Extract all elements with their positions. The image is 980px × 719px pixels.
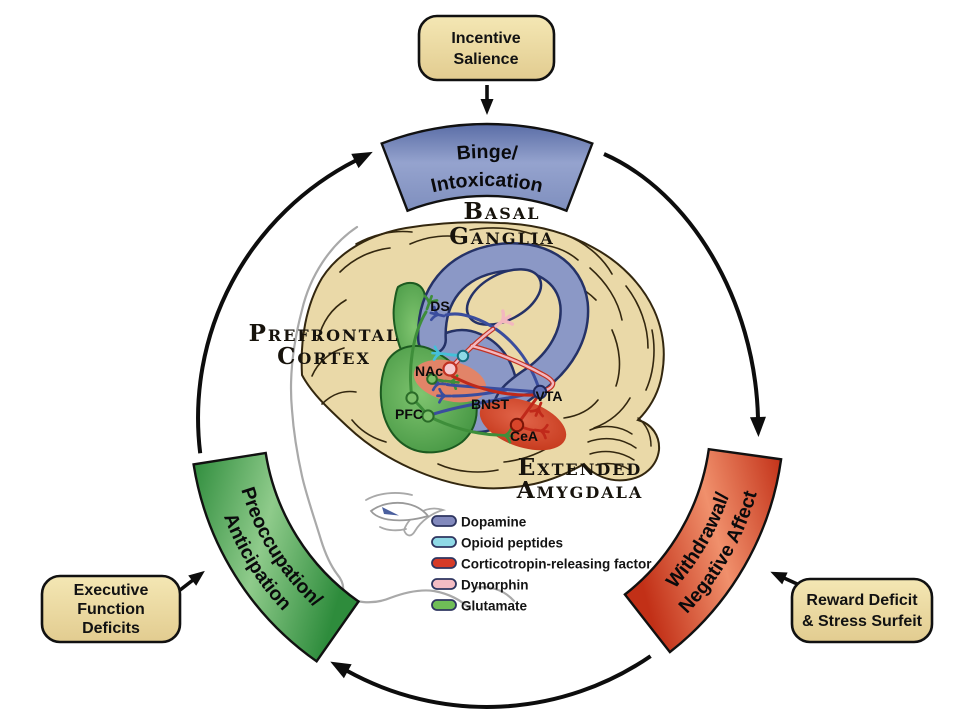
structure-labels: DS NAc PFC BNST VTA CeA (395, 298, 562, 444)
arc-withdrawal-to-preoccupation (330, 654, 652, 709)
dynorphin-pathways (447, 307, 556, 394)
glutamate-swatch-icon (431, 599, 457, 611)
opioid-node (456, 349, 470, 363)
dynorphin-swatch-icon (431, 578, 457, 590)
executive-line3: Deficits (82, 620, 140, 637)
legend-label-dynorphin: Dynorphin (461, 578, 529, 593)
executive-line1: Executive (74, 582, 149, 599)
head-outline (289, 225, 472, 611)
reward-line1: Reward Deficit (806, 592, 918, 609)
callout-executive-function-deficits: Executive Function Deficits (40, 570, 205, 644)
banner-withdrawal-negative-affect: Withdrawal/ Negative Affect (623, 447, 783, 654)
extended-amygdala-label-line2: Amygdala (516, 477, 644, 504)
legend-item-glutamate: Glutamate (431, 599, 528, 614)
incentive-box (417, 14, 556, 82)
pfc-node-2 (421, 409, 435, 423)
bnst-label: BNST (471, 396, 510, 412)
brain-illustration: DS NAc PFC BNST VTA CeA (300, 221, 665, 490)
neck-line (472, 586, 516, 603)
pfc-label: PFC (395, 406, 423, 422)
legend-item-dynorphin: Dynorphin (431, 578, 529, 593)
banner-binge-intoxication: Binge/ Intoxication (380, 122, 594, 213)
under-eye-line (379, 526, 407, 532)
incentive-line1: Incentive (451, 30, 520, 47)
banner-preoccupation-anticipation: Preoccupation/ Anticipation (192, 451, 361, 663)
cycle-arrows (196, 151, 766, 709)
basal-ganglia-label-line2: Ganglia (449, 223, 555, 250)
eye-shape (369, 501, 430, 522)
executive-line2: Function (77, 601, 145, 618)
glutamate-node (426, 373, 438, 385)
basal-ganglia-label-line1: Basal (463, 198, 540, 225)
prefrontal-cortex-label-line1: Prefrontal (249, 320, 400, 347)
legend-item-dopamine: Dopamine (431, 515, 527, 530)
cea-node (509, 417, 525, 433)
striatum-ribbon (419, 244, 587, 427)
legend-label-dopamine: Dopamine (461, 515, 527, 530)
incentive-line2: Salience (454, 51, 519, 68)
legend-label-opioid-peptides: Opioid peptides (461, 536, 563, 551)
svg-text:Binge/: Binge/ (456, 141, 519, 165)
preoccupation-banner-shape (192, 451, 361, 663)
prefrontal-cortex-label-line2: Cortex (277, 343, 371, 370)
brow-line (365, 492, 413, 501)
vta-node (532, 384, 548, 400)
legend-label-crf: Corticotropin-releasing factor (461, 557, 652, 572)
legend-item-crf: Corticotropin-releasing factor (431, 557, 652, 572)
nac-node (442, 361, 458, 377)
nac-label: NAc (415, 363, 443, 379)
legend-label-glutamate: Glutamate (461, 599, 528, 614)
reward-box (790, 577, 934, 644)
dopamine-swatch-icon (431, 515, 457, 527)
executive-box (40, 574, 182, 644)
vta-label: VTA (536, 388, 563, 404)
callout-reward-deficit-stress-surfeit: Reward Deficit & Stress Surfeit (770, 571, 934, 644)
opioid-swatch-icon (431, 536, 457, 548)
pfc-node-1 (405, 391, 419, 405)
callout-incentive-salience: Incentive Salience (417, 14, 556, 115)
crf-swatch-icon (431, 557, 457, 569)
arc-binge-to-withdrawal (603, 152, 766, 437)
binge-banner-shape (380, 122, 594, 213)
eye-iris (382, 507, 399, 516)
region-headings: Basal Ganglia Prefrontal Cortex Extended… (249, 198, 644, 504)
extended-amygdala-label-line1: Extended (518, 454, 643, 481)
withdrawal-banner-shape (623, 447, 783, 654)
cea-label: CeA (510, 428, 538, 444)
pathway-nodes (405, 349, 548, 433)
binge-banner-line1: Binge/ (456, 141, 519, 165)
arc-preoccupation-to-binge (196, 151, 373, 454)
face-profile (289, 225, 516, 611)
legend: Dopamine Opioid peptides Corticotropin-r… (431, 515, 652, 614)
cerebellum (587, 417, 652, 471)
reward-line2: & Stress Surfeit (802, 613, 923, 630)
legend-item-opioid-peptides: Opioid peptides (431, 536, 563, 551)
ds-label: DS (430, 298, 449, 314)
